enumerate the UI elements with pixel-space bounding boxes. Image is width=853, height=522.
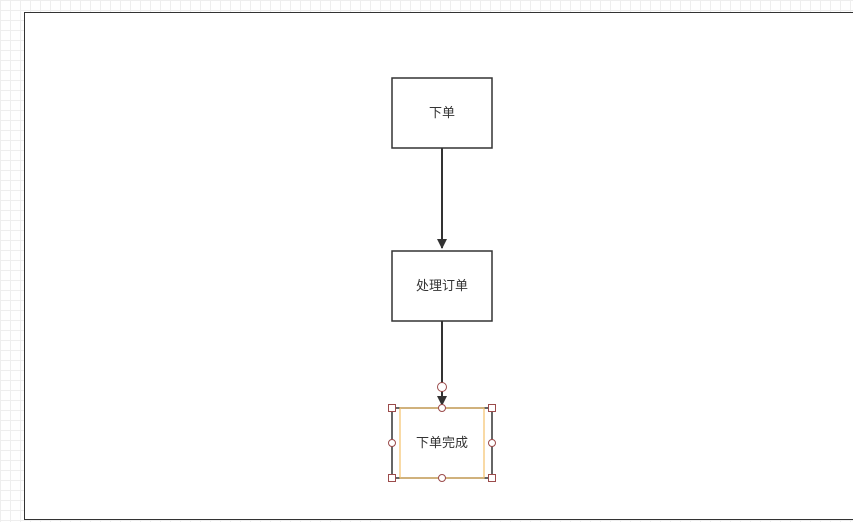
resize-handle-bottom-left[interactable] — [388, 474, 396, 482]
resize-handle-bottom-right[interactable] — [488, 474, 496, 482]
node-order-complete[interactable]: 下单完成 — [388, 404, 496, 482]
node-process-order[interactable]: 处理订单 — [391, 250, 493, 322]
resize-handle-top-right[interactable] — [488, 404, 496, 412]
edge-endpoint-handle[interactable] — [437, 382, 447, 392]
node-label: 下单 — [429, 106, 455, 121]
node-place-order[interactable]: 下单 — [391, 77, 493, 149]
node-label: 处理订单 — [416, 279, 468, 294]
connection-point-top[interactable] — [438, 404, 446, 412]
connection-point-left[interactable] — [388, 439, 396, 447]
connection-point-bottom[interactable] — [438, 474, 446, 482]
connection-point-right[interactable] — [488, 439, 496, 447]
node-label: 下单完成 — [416, 436, 468, 451]
resize-handle-top-left[interactable] — [388, 404, 396, 412]
